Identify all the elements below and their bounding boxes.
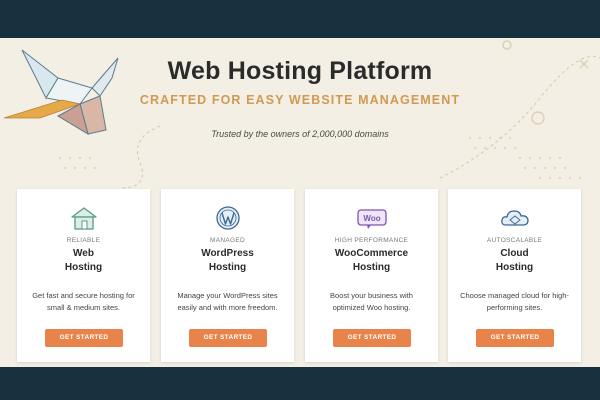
cloud-icon [500,210,529,226]
ring-decoration-2 [531,111,545,125]
svg-text:Woo: Woo [363,214,380,223]
get-started-button-woocommerce[interactable]: GET STARTED [333,329,411,347]
cross-decoration [579,59,589,69]
get-started-button-cloud[interactable]: GET STARTED [476,329,554,347]
card-tag: MANAGED [210,237,245,244]
card-description: Choose managed cloud for high-performing… [460,291,569,312]
house-icon [70,207,97,230]
hero-section: Web Hosting Platform CRAFTED FOR EASY WE… [0,38,600,367]
wordpress-icon [215,206,240,230]
bottom-bar [0,367,600,400]
woo-icon: Woo [356,209,387,229]
page-title: Web Hosting Platform [167,57,433,85]
ring-decoration [502,40,512,50]
dotted-pattern [58,136,582,180]
card-tag: RELIABLE [66,237,101,244]
card-tag: HIGH PERFORMANCE [334,237,409,244]
get-started-button-wordpress[interactable]: GET STARTED [189,329,267,347]
trusted-text: Trusted by the owners of 2,000,000 domai… [211,129,389,139]
dashed-curve-right [439,55,600,179]
page-subtitle: CRAFTED FOR EASY WEBSITE MANAGEMENT [139,93,461,107]
get-started-button-web[interactable]: GET STARTED [45,329,123,347]
hero-decoration [3,40,600,189]
paper-crane-icon [3,49,119,136]
top-bar [0,0,600,38]
dashed-curve-left [119,125,161,189]
card-tag: AUTOSCALABLE [486,237,543,244]
